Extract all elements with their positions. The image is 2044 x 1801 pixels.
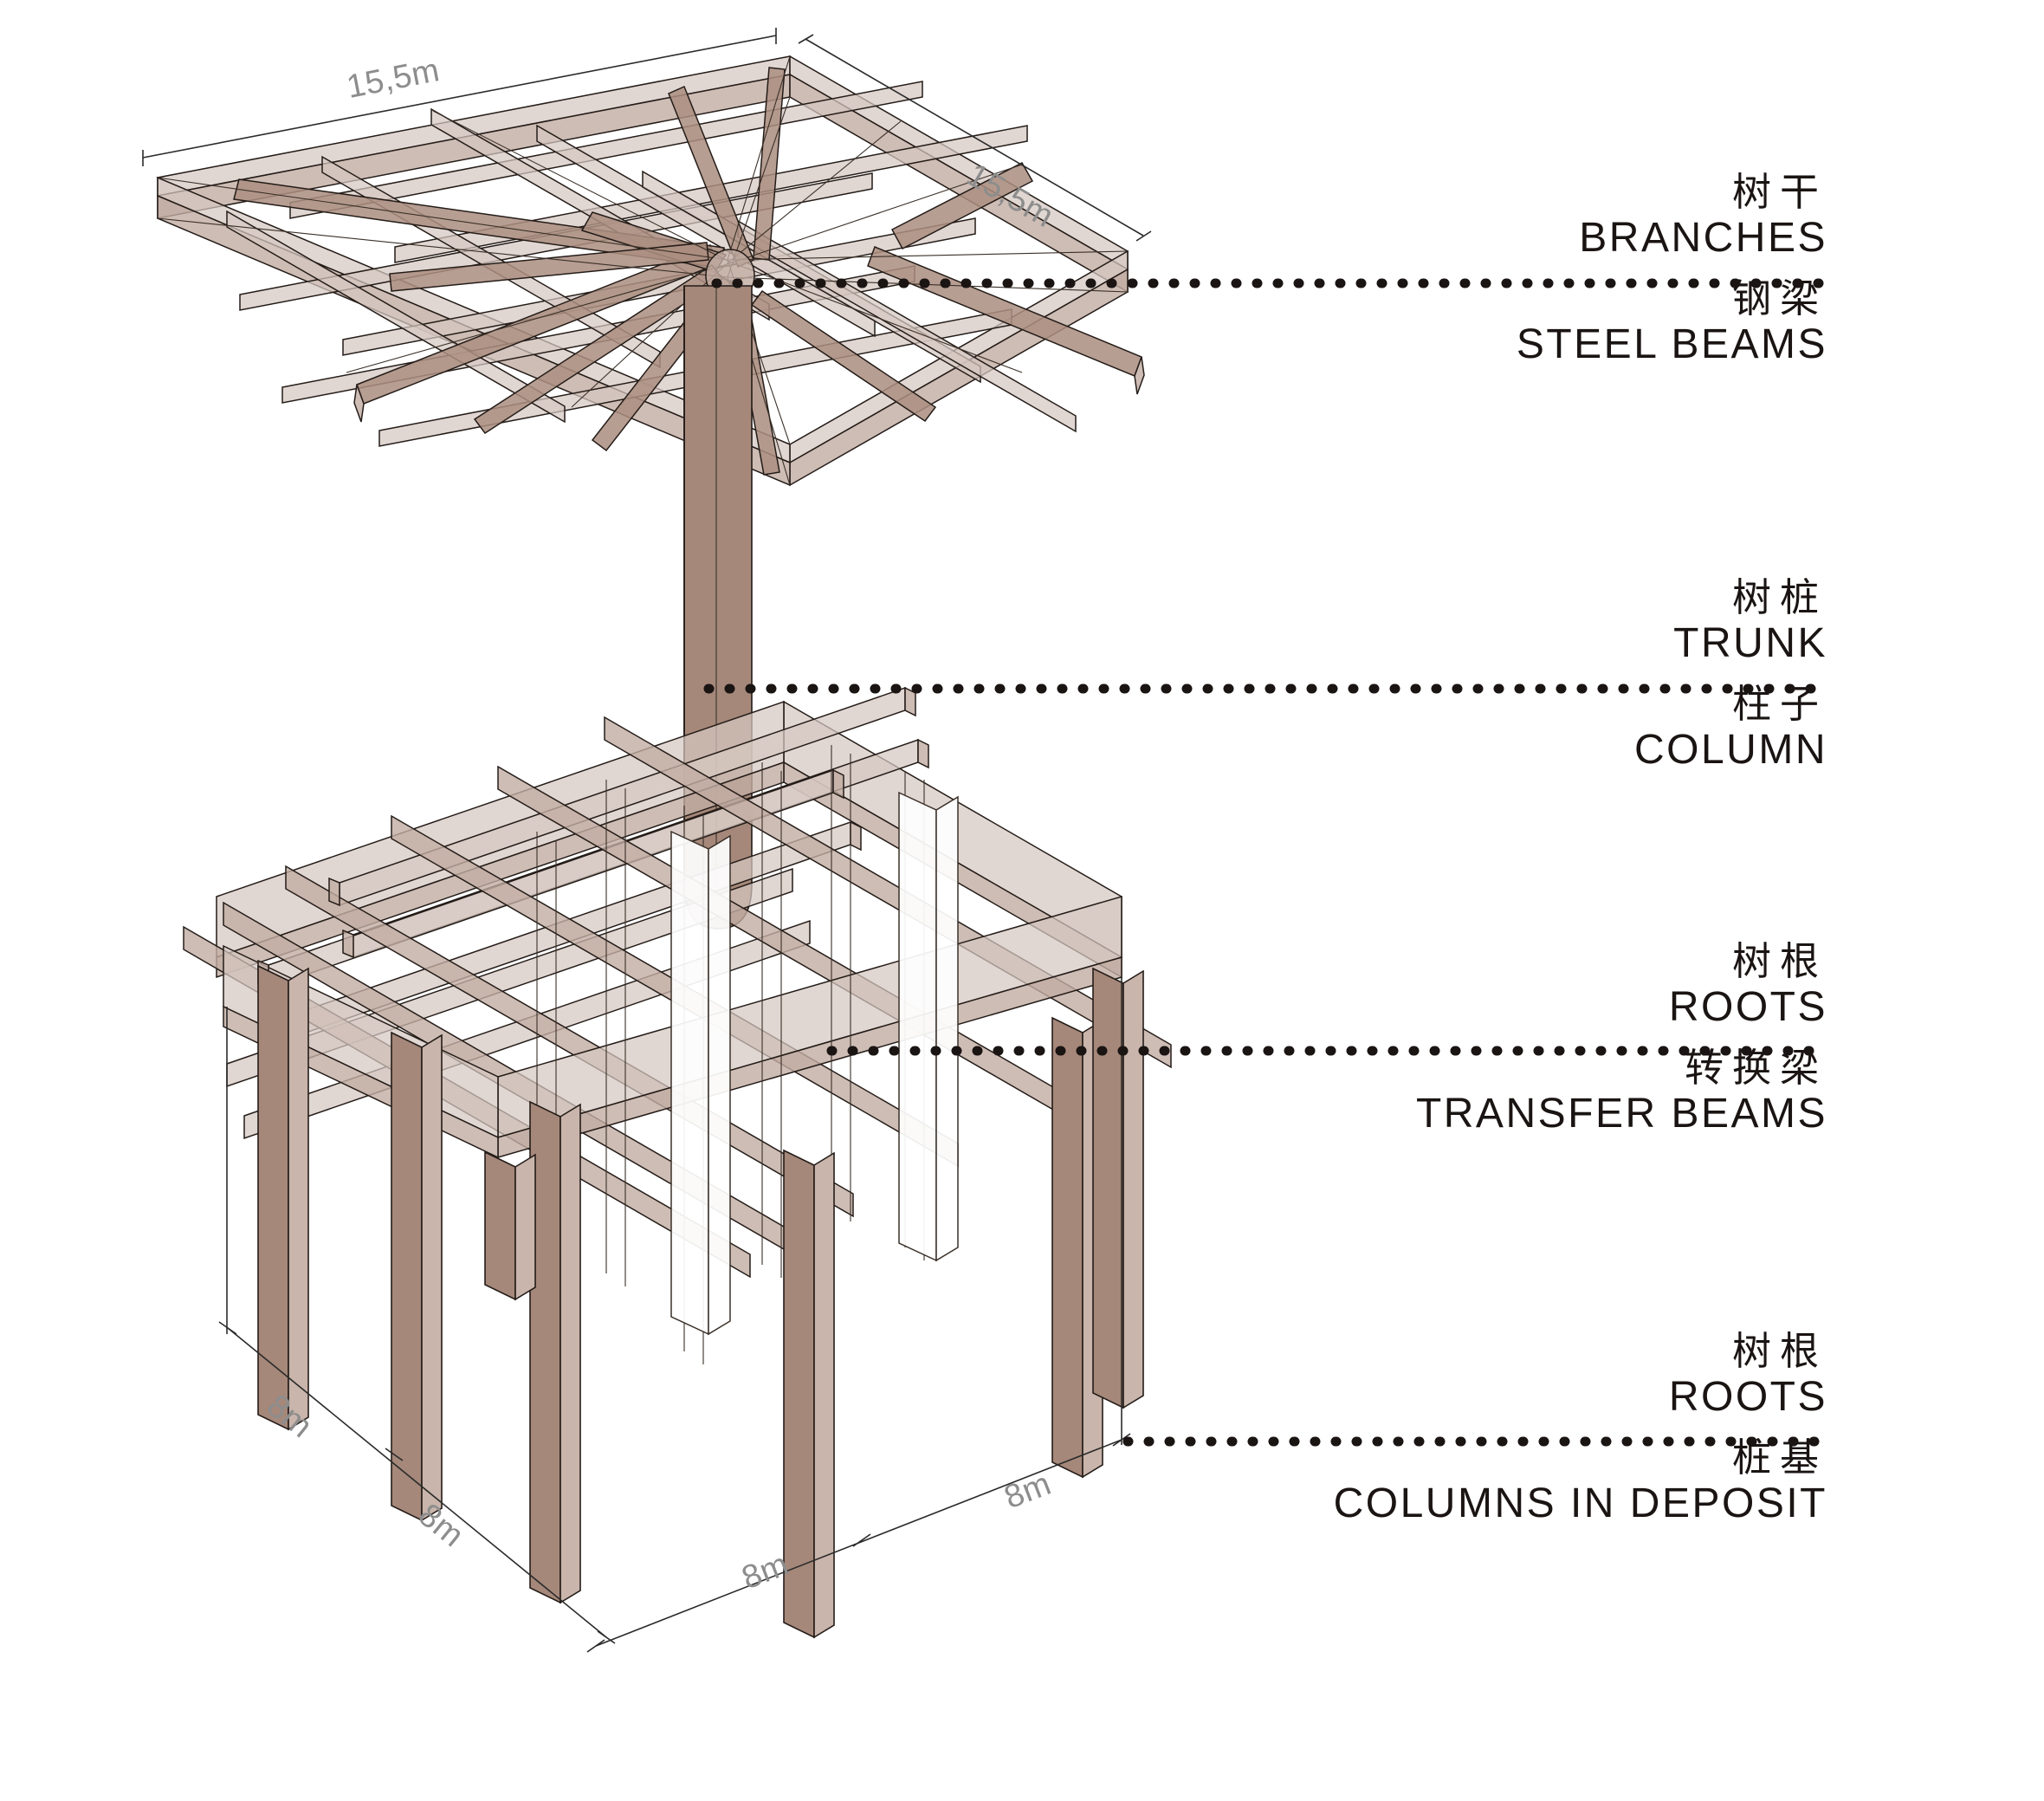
pile-far-right xyxy=(1092,967,1144,1409)
label-column-block: 柱子 COLUMN xyxy=(1048,672,1827,774)
label-branches-en: BRANCHES xyxy=(1579,215,1827,262)
canopy-dimension-lines xyxy=(142,28,1152,242)
label-transfer-beams-cn: 转换梁 xyxy=(1684,1045,1827,1090)
label-branches-block: 树干 BRANCHES xyxy=(1048,169,1827,267)
label-steel-beams-block: 钢梁 STEEL BEAMS xyxy=(1048,267,1827,368)
label-column-cn: 柱子 xyxy=(1731,681,1827,726)
label-column-en: COLUMN xyxy=(1633,726,1827,773)
label-roots2-en: ROOTS xyxy=(1668,1374,1827,1421)
label-branches-cn: 树干 xyxy=(1731,170,1827,214)
label-steel-beams-cn: 钢梁 xyxy=(1731,275,1827,321)
label-columns-in-deposit-en: COLUMNS IN DEPOSIT xyxy=(1333,1480,1827,1526)
label-trunk-en: TRUNK xyxy=(1673,620,1827,667)
label-group-trunk-column: 树桩 TRUNK 柱子 COLUMN xyxy=(1048,574,1827,774)
pile-left xyxy=(391,1031,443,1522)
leader-lines xyxy=(703,278,1834,1447)
ghost-piles xyxy=(670,791,959,1336)
label-steel-beams-en: STEEL BEAMS xyxy=(1516,321,1827,367)
label-roots-upper-block: 树根 ROOTS xyxy=(1048,938,1827,1036)
label-trunk-cn: 树桩 xyxy=(1731,575,1827,619)
pile-center-bottom xyxy=(783,1149,835,1639)
pile-lower-left xyxy=(529,1100,581,1604)
transfer-beam-grid-assembly xyxy=(183,686,1172,1364)
deposit-columns-piles xyxy=(257,964,1144,1639)
label-columns-in-deposit-block: 桩基 COLUMNS IN DEPOSIT xyxy=(1048,1426,1827,1527)
label-roots-en: ROOTS xyxy=(1668,984,1827,1031)
label-roots2-cn: 树根 xyxy=(1731,1329,1827,1373)
label-group-branches-steel-beams: 树干 BRANCHES 钢梁 STEEL BEAMS xyxy=(1048,169,1827,368)
label-roots2-block: 树根 ROOTS xyxy=(1048,1328,1827,1426)
pile-near-stub xyxy=(484,1150,536,1301)
label-columns-in-deposit-cn: 桩基 xyxy=(1731,1435,1827,1480)
pile-far-left xyxy=(257,964,309,1431)
label-group-roots-columns-in-deposit: 树根 ROOTS 桩基 COLUMNS IN DEPOSIT xyxy=(1048,1328,1827,1527)
label-group-roots-transfer-beams: 树根 ROOTS 转换梁 TRANSFER BEAMS xyxy=(1048,938,1827,1137)
label-transfer-beams-block: 转换梁 TRANSFER BEAMS xyxy=(1048,1036,1827,1137)
canopy-branches-assembly xyxy=(142,28,1152,487)
label-trunk-block: 树桩 TRUNK xyxy=(1048,574,1827,672)
label-transfer-beams-en: TRANSFER BEAMS xyxy=(1415,1090,1827,1137)
label-roots-cn: 树根 xyxy=(1731,939,1827,983)
